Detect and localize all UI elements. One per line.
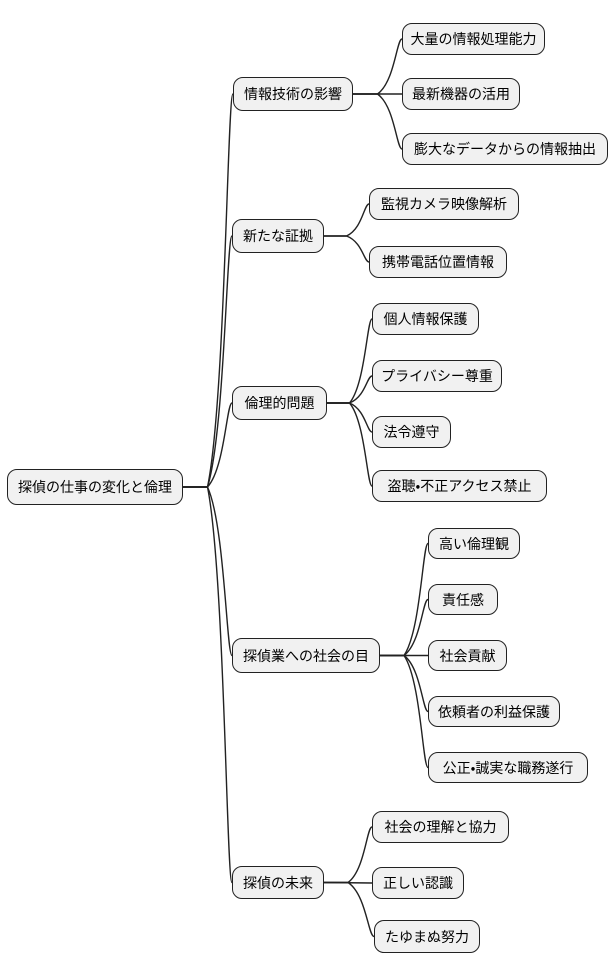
connector bbox=[326, 402, 373, 487]
connector bbox=[379, 598, 429, 657]
connector bbox=[326, 402, 373, 433]
node-label: 探偵の未来 bbox=[243, 874, 313, 891]
mindmap-node: 盗聴・不正アクセス禁止 bbox=[372, 470, 547, 502]
mindmap-node: 個人情報保護 bbox=[372, 303, 479, 335]
mindmap-node: 社会の理解と協力 bbox=[372, 811, 509, 843]
mindmap-node: 高い倫理観 bbox=[428, 528, 520, 559]
mindmap-node: 探偵業への社会の目 bbox=[232, 638, 380, 673]
mindmap-node: 倫理的問題 bbox=[232, 386, 327, 420]
connector bbox=[182, 486, 233, 884]
mindmap-node: 最新機器の活用 bbox=[402, 78, 520, 110]
node-label: 大量の情報処理能力 bbox=[410, 31, 537, 47]
mindmap-node: 大量の情報処理能力 bbox=[402, 23, 545, 55]
mindmap-node: 監視カメラ映像解析 bbox=[369, 188, 519, 220]
node-label: 最新機器の活用 bbox=[412, 86, 510, 102]
connector bbox=[323, 203, 370, 237]
connector bbox=[182, 235, 233, 488]
node-label: 膨大なデータからの情報抽出 bbox=[414, 141, 596, 157]
connector bbox=[326, 318, 373, 404]
mindmap-node: 公正・誠実な職務遂行 bbox=[428, 752, 588, 783]
node-label: 公正・誠実な職務遂行 bbox=[442, 759, 574, 776]
node-label: 社会貢献 bbox=[439, 647, 496, 664]
connector bbox=[182, 93, 234, 488]
mindmap-node: 法令遵守 bbox=[372, 416, 451, 448]
mindmap-node: 責任感 bbox=[428, 584, 498, 615]
mindmap-node: プライバシー尊重 bbox=[372, 360, 502, 392]
connector bbox=[379, 542, 429, 657]
mindmap-node: 新たな証拠 bbox=[232, 219, 324, 253]
node-label: 倫理的問題 bbox=[244, 395, 315, 411]
connector bbox=[379, 654, 429, 769]
connector bbox=[182, 402, 233, 488]
node-label: 盗聴・不正アクセス禁止 bbox=[387, 478, 532, 494]
connector bbox=[182, 486, 233, 657]
mindmap-node: たゆまぬ努力 bbox=[374, 920, 480, 953]
connector bbox=[323, 826, 373, 884]
mindmap-node: 正しい認識 bbox=[372, 867, 464, 899]
node-label: 社会の理解と協力 bbox=[384, 819, 497, 835]
connector bbox=[379, 654, 429, 713]
mindmap-node: 情報技術の影響 bbox=[233, 77, 353, 111]
node-label: 携帯電話位置情報 bbox=[382, 254, 494, 270]
node-label: 監視カメラ映像解析 bbox=[381, 196, 507, 212]
mindmap-node: 依頼者の利益保護 bbox=[428, 696, 560, 727]
node-label: 法令遵守 bbox=[383, 424, 440, 440]
mindmap-node: 膨大なデータからの情報抽出 bbox=[402, 133, 608, 165]
node-label: 個人情報保護 bbox=[383, 311, 468, 327]
mindmap-node: 携帯電話位置情報 bbox=[369, 246, 507, 278]
connector bbox=[323, 235, 370, 263]
node-label: 新たな証拠 bbox=[243, 228, 313, 244]
mindmap-node: 社会貢献 bbox=[428, 640, 507, 671]
node-label: 責任感 bbox=[442, 591, 484, 608]
node-label: たゆまぬ努力 bbox=[385, 928, 469, 945]
connector bbox=[352, 93, 403, 150]
node-label: プライバシー尊重 bbox=[381, 368, 493, 384]
node-label: 情報技術の影響 bbox=[244, 86, 342, 102]
node-label: 依頼者の利益保護 bbox=[438, 703, 550, 720]
mindmap-node: 探偵の未来 bbox=[232, 866, 324, 899]
node-label: 探偵業への社会の目 bbox=[243, 647, 369, 664]
node-label: 正しい認識 bbox=[383, 875, 453, 891]
node-label: 高い倫理観 bbox=[439, 535, 509, 552]
connector bbox=[352, 38, 403, 95]
connector bbox=[323, 881, 375, 938]
mindmap-root-node: 探偵の仕事の変化と倫理 bbox=[7, 469, 183, 505]
connector bbox=[326, 375, 373, 404]
node-label: 探偵の仕事の変化と倫理 bbox=[18, 479, 172, 495]
